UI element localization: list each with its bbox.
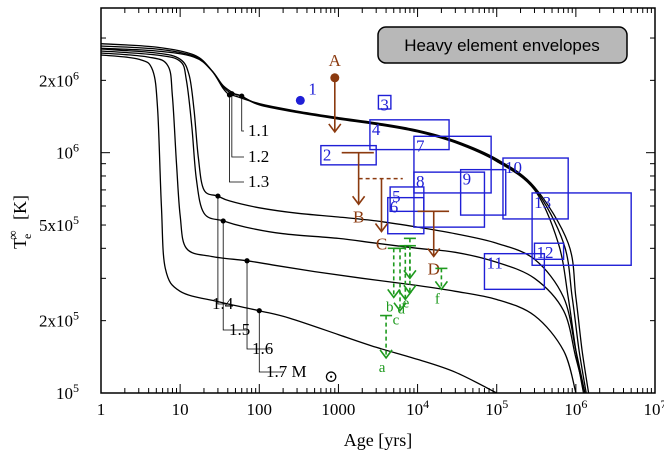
cooling-curve-1.4	[101, 48, 586, 393]
curve-leader	[217, 196, 230, 305]
limit-label: f	[435, 291, 440, 307]
limit-arrow-head	[398, 290, 412, 301]
source-box	[459, 168, 507, 216]
x-tick-label: 104	[406, 397, 429, 419]
source-label: 6	[390, 198, 399, 217]
source-label: 9	[463, 170, 472, 189]
source-box	[387, 196, 425, 235]
source-label: 8	[416, 172, 425, 191]
y-tick-label: 2x105	[39, 309, 79, 331]
limit-arrow-head	[427, 247, 441, 258]
source-label: 7	[416, 136, 425, 155]
source-label: 4	[372, 120, 381, 139]
solar-symbol: ⊙	[324, 367, 338, 386]
cooling-curves	[101, 43, 590, 393]
plot-frame	[100, 7, 656, 394]
y-tick-label: 106	[56, 141, 79, 163]
limit-arrow-head	[403, 269, 417, 280]
curve-leader	[241, 96, 244, 132]
limit-label: D	[428, 259, 440, 278]
curve-label: 1.2	[248, 147, 269, 166]
curve-leader	[229, 94, 244, 183]
limit-label: B	[353, 207, 364, 226]
source-label: 3	[380, 95, 389, 114]
limit-arrow-head	[434, 280, 449, 291]
curve-leader	[222, 220, 247, 331]
source-box	[377, 94, 392, 110]
source-box	[320, 144, 377, 166]
source-box	[502, 157, 569, 220]
y-axis-title-unit: [K]	[10, 195, 30, 220]
curve-label: 1.1	[248, 121, 269, 140]
x-tick-label: 107	[644, 397, 664, 419]
legend-text: Heavy element envelopes	[404, 36, 600, 55]
y-tick-label: 2x106	[39, 68, 79, 90]
source-label: 12	[536, 243, 553, 262]
x-tick-label: 10	[172, 400, 189, 419]
legend-box	[377, 26, 628, 64]
source-box	[413, 171, 486, 228]
limit-arrow-head	[351, 195, 366, 206]
limit-arrow-head	[374, 223, 389, 233]
cooling-curve-1.5	[101, 50, 586, 393]
limit-label: C	[376, 234, 387, 253]
limit-label: A	[329, 51, 342, 70]
curve-labels: 1.11.21.31.41.51.61.7 M⊙	[212, 91, 338, 386]
x-tick-label: 106	[564, 397, 587, 419]
x-tick-label: 100	[247, 400, 273, 419]
y-axis-title-sup: ∞	[5, 230, 20, 239]
source-point	[295, 95, 305, 105]
limit-arrow-head	[393, 302, 407, 313]
limit-label: e	[403, 295, 410, 311]
source-label: 5	[392, 187, 401, 206]
curve-label: 1.3	[248, 172, 269, 191]
curve-label: 1.7 M	[266, 362, 307, 381]
limit-label: b	[386, 299, 394, 315]
y-axis-title-base: T	[10, 238, 30, 249]
cooling-curve-1.3	[101, 43, 590, 393]
cooling-curve-1.6	[101, 52, 577, 393]
curve-leader	[246, 260, 270, 350]
legend: Heavy element envelopes	[377, 26, 628, 64]
x-tick-label: 1000	[321, 400, 355, 419]
source-box	[531, 192, 632, 266]
y-tick-label: 105	[56, 381, 79, 403]
cooling-curve-1.7	[101, 54, 497, 393]
x-tick-label: 105	[485, 397, 508, 419]
source-label: 11	[486, 254, 502, 273]
source-label: 2	[323, 146, 332, 165]
x-axis-title: Age [yrs]	[344, 430, 412, 450]
limit-arrow-head	[328, 123, 342, 134]
source-label: 10	[505, 158, 522, 177]
source-label: 1	[308, 79, 317, 98]
y-axis-title-sub: e	[20, 234, 34, 239]
source-box	[369, 119, 450, 151]
source-box	[413, 135, 492, 194]
limit-label: d	[398, 301, 406, 317]
limit-label: c	[393, 313, 400, 329]
source-label: 13	[534, 193, 551, 212]
y-tick-label: 5x105	[39, 213, 79, 235]
svg-text:Te∞ [K]: Te∞ [K]	[5, 195, 34, 249]
x-tick-label: 1	[97, 400, 106, 419]
limit-arrow-head	[379, 349, 393, 360]
limit-arrow-head	[387, 288, 401, 299]
cooling-curve-1.1	[101, 47, 585, 393]
curve-leader	[258, 310, 284, 373]
curve-label: 1.5	[229, 320, 250, 339]
limit-point	[330, 73, 340, 83]
source-box	[483, 252, 546, 291]
curve-leader	[231, 93, 244, 158]
axis-titles: Age [yrs] Te∞ [K]	[5, 195, 412, 450]
source-box	[533, 242, 565, 261]
limit-label: a	[379, 360, 386, 376]
curve-label: 1.6	[252, 339, 273, 358]
y-axis-title: Te∞ [K]	[5, 195, 34, 249]
limit-arrow-head	[403, 284, 417, 295]
